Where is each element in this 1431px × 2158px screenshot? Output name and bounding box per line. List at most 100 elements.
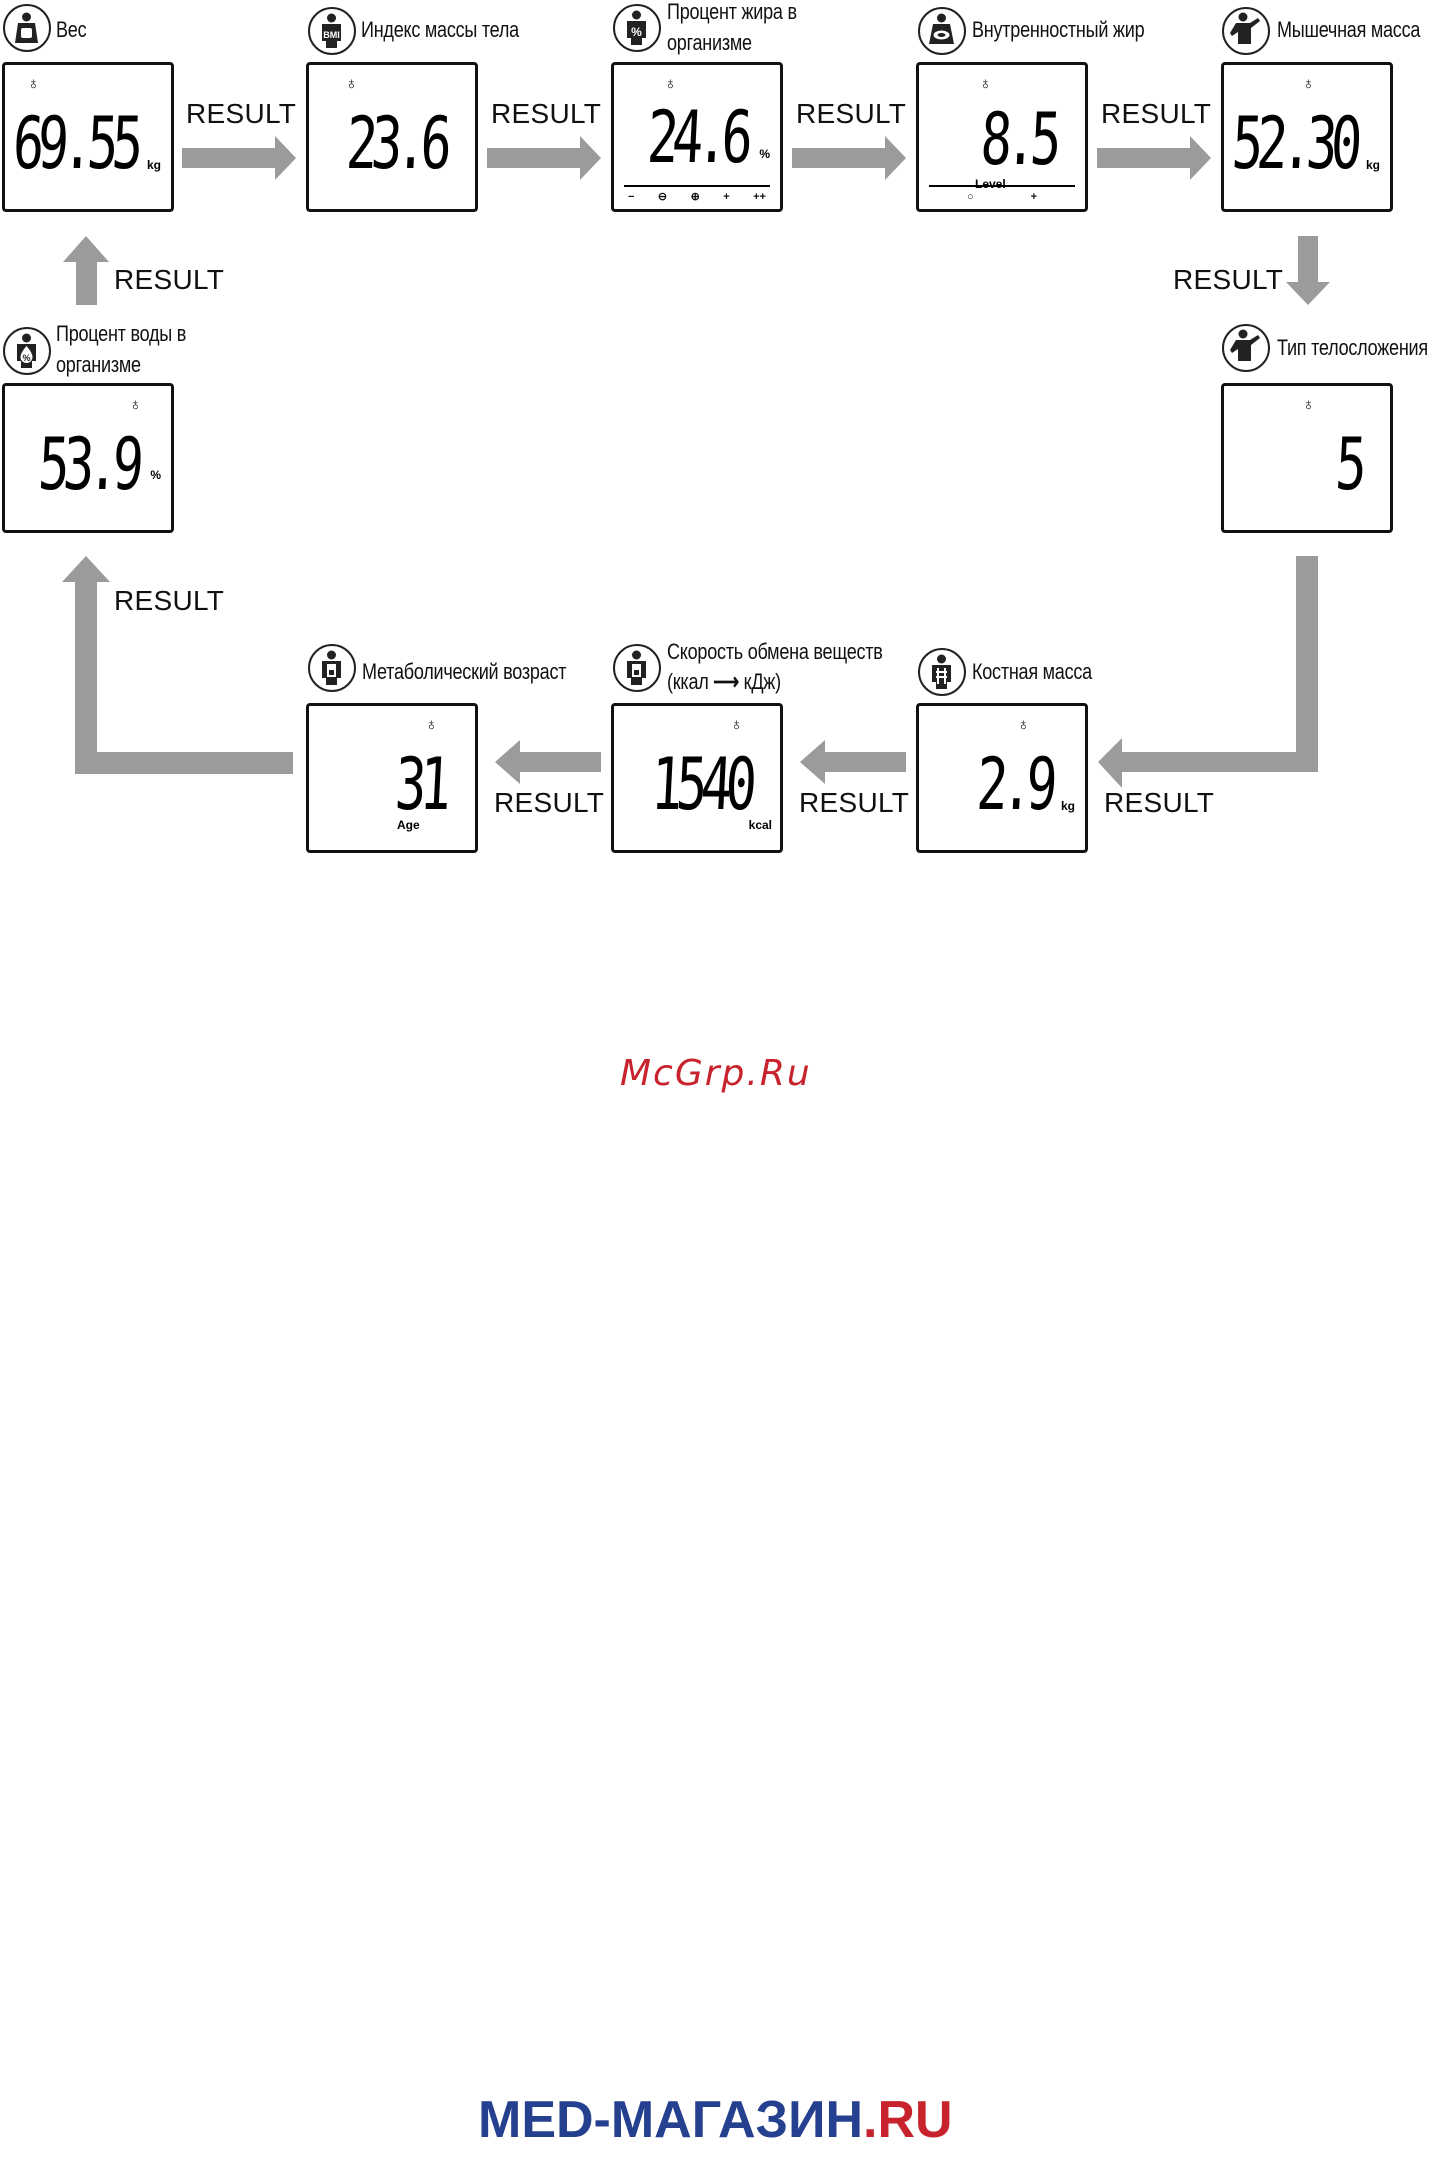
lcd-scale-bar bbox=[624, 185, 770, 187]
convert-arrow-icon: ⟶ bbox=[713, 669, 739, 694]
person-icon: ♁ bbox=[425, 715, 438, 734]
result-label: RESULT bbox=[114, 585, 225, 616]
scale-mark: ⊕ bbox=[690, 191, 700, 203]
arrow-left-1 bbox=[800, 740, 906, 784]
water-person-icon: % bbox=[3, 327, 51, 375]
svg-text:BMI: BMI bbox=[323, 30, 340, 40]
result-label: RESULT bbox=[1173, 264, 1284, 295]
weight-person-icon bbox=[3, 4, 51, 52]
person-icon: ♁ bbox=[730, 715, 743, 734]
step-label-body-water-2: организме bbox=[56, 352, 141, 377]
person-icon: ♁ bbox=[664, 74, 677, 93]
step-label-visceral-fat: Внутренностный жир bbox=[972, 17, 1145, 42]
scale-mark: ○ bbox=[967, 191, 974, 203]
arrow-l-right bbox=[1098, 556, 1318, 788]
visceral-fat-icon bbox=[918, 7, 966, 55]
muscle-icon: ♁ bbox=[1302, 395, 1315, 414]
lcd-value: 31 bbox=[393, 742, 448, 826]
footer-logo-part2: .RU bbox=[863, 2091, 953, 2149]
result-label: RESULT bbox=[799, 787, 910, 818]
result-label: RESULT bbox=[114, 264, 225, 295]
arrow-up-1 bbox=[63, 236, 109, 305]
lcd-value: 23.6 bbox=[343, 101, 448, 185]
lcd-value: 2.9 bbox=[974, 742, 1054, 826]
lcd-unit: Age bbox=[397, 818, 420, 832]
footer-logo-part1: MED-МАГАЗИН bbox=[478, 2091, 863, 2149]
scale-mark: − bbox=[628, 191, 635, 203]
arrow-right-4 bbox=[1097, 136, 1211, 180]
lcd-value: 8.5 bbox=[978, 97, 1058, 181]
lcd-scale: − ⊖ ⊕ + ++ bbox=[628, 191, 766, 203]
scale-mark: ⊖ bbox=[657, 191, 668, 203]
person-icon: ♁ bbox=[27, 74, 40, 93]
lcd-bone-mass: ♁ 2.9 kg bbox=[916, 703, 1088, 853]
lcd-unit: % bbox=[759, 147, 770, 161]
scale-mark: ++ bbox=[753, 191, 766, 203]
lcd-visceral-fat: ♁ 8.5 Level ○ + bbox=[916, 62, 1088, 212]
arrow-right-3 bbox=[792, 136, 906, 180]
lcd-body-type: ♁ 5 bbox=[1221, 383, 1393, 533]
footer-logo[interactable]: MED-МАГАЗИН.RU bbox=[478, 2092, 953, 2148]
lcd-value: 24.6 bbox=[644, 95, 749, 179]
skeleton-icon bbox=[918, 648, 966, 696]
result-label: RESULT bbox=[796, 98, 907, 129]
battery-person-icon bbox=[308, 644, 356, 692]
percent-person-icon: % bbox=[613, 4, 661, 52]
lcd-unit: kcal bbox=[748, 818, 772, 832]
lcd-value: 1540 bbox=[648, 742, 753, 826]
lcd-value: 52.30 bbox=[1230, 101, 1359, 185]
step-label-body-type: Тип телосложения bbox=[1277, 335, 1428, 360]
bmi-person-icon: BMI bbox=[308, 7, 356, 55]
step-label-metabolism-1: Скорость обмена веществ bbox=[667, 639, 883, 664]
muscle-icon: ♁ bbox=[1302, 74, 1315, 93]
person-icon: ♁ bbox=[129, 395, 142, 414]
step-label-metabolism-2: (ккал ⟶ кДж) bbox=[667, 666, 781, 698]
scale-mark: + bbox=[723, 191, 730, 203]
svg-text:%: % bbox=[631, 25, 642, 39]
lcd-scale: ○ + bbox=[967, 191, 1037, 203]
unit-kj-label: кДж) bbox=[743, 669, 781, 694]
step-label-metabolic-age: Метаболический возраст bbox=[362, 659, 567, 684]
person-icon: ♁ bbox=[1017, 715, 1030, 734]
lcd-unit: kg bbox=[1060, 799, 1075, 813]
person-icon: ♁ bbox=[979, 74, 992, 93]
arrow-left-2 bbox=[495, 740, 601, 784]
arrow-right-1 bbox=[182, 136, 296, 180]
lcd-value: 53.9 bbox=[35, 422, 140, 506]
svg-text:%: % bbox=[22, 353, 30, 363]
unit-kcal-label: (ккал bbox=[667, 669, 709, 694]
step-label-weight: Вес bbox=[56, 17, 87, 42]
result-label: RESULT bbox=[1101, 98, 1212, 129]
lcd-unit: % bbox=[150, 468, 161, 482]
step-label-bone-mass: Костная масса bbox=[972, 659, 1092, 684]
person-icon: ♁ bbox=[345, 74, 358, 93]
step-label-muscle-mass: Мышечная масса bbox=[1277, 17, 1421, 42]
lcd-unit: kg bbox=[146, 158, 161, 172]
result-label: RESULT bbox=[1104, 787, 1215, 818]
battery-person-icon bbox=[613, 644, 661, 692]
watermark-text: McGrp.Ru bbox=[620, 1053, 812, 1094]
step-label-body-water-1: Процент воды в bbox=[56, 321, 187, 346]
lcd-value: 5 bbox=[1333, 422, 1363, 506]
step-label-bmi: Индекс массы тела bbox=[361, 17, 519, 42]
lcd-scale-bar bbox=[929, 185, 1075, 187]
result-label: RESULT bbox=[491, 98, 602, 129]
lcd-metabolism-rate: ♁ 1540 kcal bbox=[611, 703, 783, 853]
result-label: RESULT bbox=[186, 98, 297, 129]
result-label: RESULT bbox=[494, 787, 605, 818]
muscle-person-icon bbox=[1222, 324, 1270, 372]
arrow-l-left bbox=[62, 556, 293, 774]
lcd-body-fat: ♁ 24.6 % − ⊖ ⊕ + ++ bbox=[611, 62, 783, 212]
lcd-bmi: ♁ 23.6 bbox=[306, 62, 478, 212]
step-label-body-fat-2: организме bbox=[667, 30, 752, 55]
arrow-down-1 bbox=[1286, 236, 1330, 305]
lcd-metabolic-age: ♁ 31 Age bbox=[306, 703, 478, 853]
lcd-body-water: ♁ 53.9 % bbox=[2, 383, 174, 533]
arrow-right-2 bbox=[487, 136, 601, 180]
lcd-unit: kg bbox=[1365, 158, 1380, 172]
muscle-person-icon bbox=[1222, 7, 1270, 55]
lcd-value: 69.55 bbox=[11, 101, 140, 185]
lcd-weight: ♁ 69.55 kg bbox=[2, 62, 174, 212]
scale-mark: + bbox=[1030, 191, 1037, 203]
